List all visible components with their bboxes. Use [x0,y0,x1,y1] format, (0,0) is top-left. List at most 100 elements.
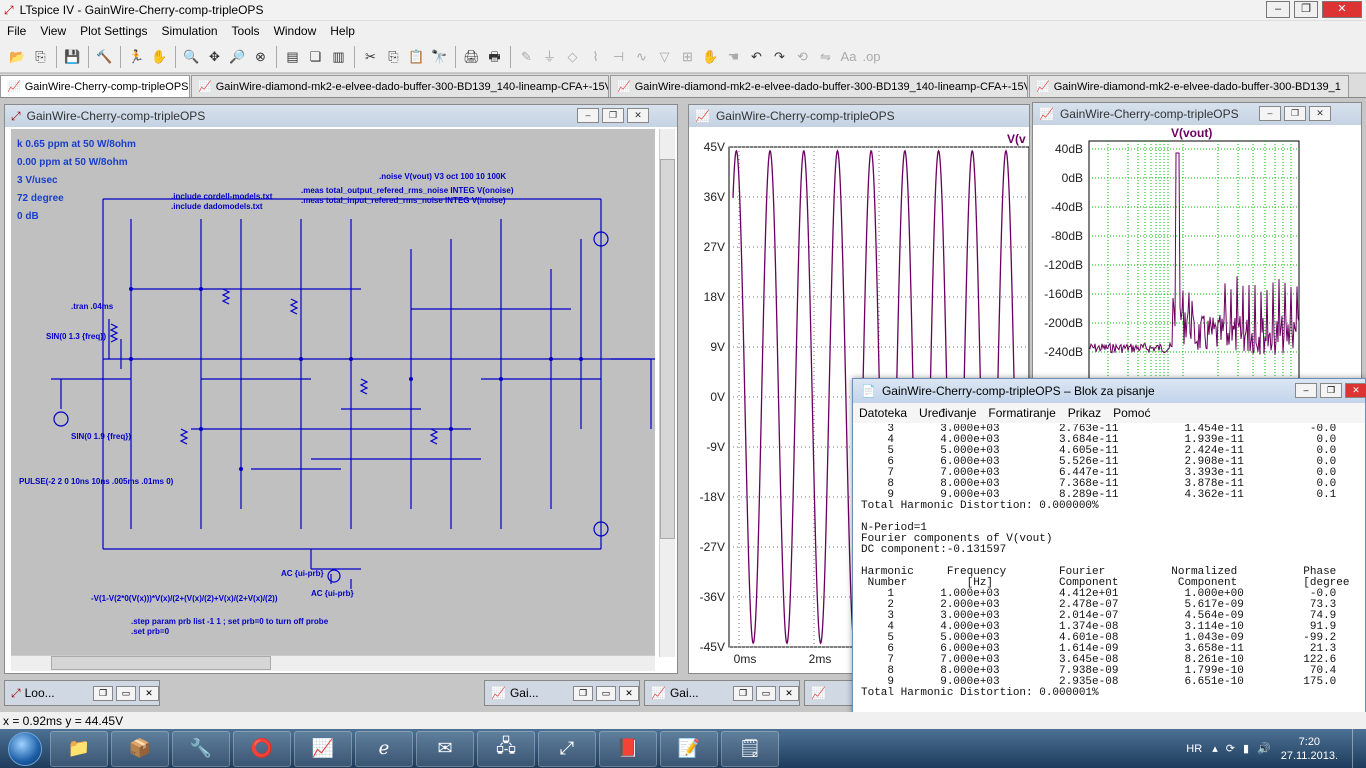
label-icon[interactable]: ◇ [567,49,578,64]
notepad-task-icon[interactable]: 🗒 [721,730,779,767]
schematic-vscroll[interactable] [659,129,675,657]
internet-explorer-icon[interactable]: ℯ [355,730,413,767]
notepad-min-button[interactable]: – [1295,383,1317,398]
sync-icon[interactable]: ⟳ [1225,743,1235,755]
show-desktop-button[interactable] [1352,729,1366,768]
mirror-icon[interactable]: ⇋ [820,49,831,64]
tool-icon[interactable]: 🔧 [172,730,230,767]
tile-horizontal-icon[interactable]: ▤ [286,49,299,64]
find-icon[interactable]: 🔭 [431,49,448,64]
svg-text:-V(1-V(2*0(V(x)))*V(x)/(2+(V(x: -V(1-V(2*0(V(x)))*V(x)/(2+(V(x)/(2)+V(x)… [91,594,278,603]
fft-min-button[interactable]: – [1259,106,1281,121]
tab-3[interactable]: 📈GainWire-diamond-mk2-e-elvee-dado-buffe… [610,75,1028,97]
fft-close-button[interactable]: ✕ [1309,106,1331,121]
save-icon[interactable]: 💾 [64,49,81,64]
mail-icon[interactable]: ✉ [416,730,474,767]
minimized-window-1[interactable]: ⤢Loo...❐▭✕ [4,680,160,706]
ltspice-icon[interactable]: ⤢ [538,730,596,767]
resistor-icon[interactable]: ⌇ [592,49,599,64]
wordpad-icon[interactable]: 📝 [660,730,718,767]
notepad-max-button[interactable]: ❐ [1320,383,1342,398]
menu-plot-settings[interactable]: Plot Settings [80,24,148,38]
fft-max-button[interactable]: ❐ [1284,106,1306,121]
print-preview-icon[interactable]: 🖨 [463,49,480,64]
halt-icon[interactable]: ✋ [151,49,168,64]
volume-icon[interactable]: 🔊 [1257,743,1271,755]
np-menu-edit[interactable]: Uređivanje [919,406,977,420]
minimized-window-4[interactable]: 📈 [804,680,854,706]
capacitor-icon[interactable]: ⊣ [612,49,625,64]
minimize-button[interactable]: – [1266,1,1290,18]
schematic-hscroll[interactable] [11,655,655,671]
copy-icon[interactable]: ⎘ [388,49,399,64]
run-icon[interactable]: 🏃 [128,49,145,64]
control-panel-icon[interactable]: 🔨 [96,49,113,64]
pan-icon[interactable]: ✥ [209,49,220,64]
schematic-canvas[interactable]: .tran .04ms SIN(0 1.3 {freq}) SIN(0 1.9 … [11,129,655,657]
schematic-window[interactable]: ⤢GainWire-Cherry-comp-tripleOPS –❐✕ [4,104,678,674]
new-schematic-icon[interactable]: ⎘ [35,49,46,64]
zoom-fit-icon[interactable]: ⊗ [255,49,266,64]
drag-icon[interactable]: ☚ [727,49,740,64]
menu-file[interactable]: File [7,24,27,38]
svg-text:72 degree: 72 degree [17,193,64,204]
notepad-window[interactable]: 📄GainWire-Cherry-comp-tripleOPS – Blok z… [852,378,1366,730]
tab-1[interactable]: 📈GainWire-Cherry-comp-tripleOPS [0,75,190,97]
text-icon[interactable]: Aa [840,49,857,64]
menu-tools[interactable]: Tools [231,24,260,38]
package-icon[interactable]: 📦 [111,730,169,767]
acrobat-icon[interactable]: 📕 [599,730,657,767]
menu-window[interactable]: Window [273,24,317,38]
y-tick-label: 9V [710,340,725,354]
inductor-icon[interactable]: ∿ [636,49,647,64]
rotate-icon[interactable]: ⟲ [797,49,808,64]
notepad-text[interactable]: 3 3.000e+03 2.763e-11 1.454e-11 -0.0 4 4… [861,424,1350,699]
tile-vertical-icon[interactable]: ▥ [332,49,345,64]
zoom-in-icon[interactable]: 🔍 [183,49,200,64]
schematic-close-button[interactable]: ✕ [627,108,649,123]
menu-help[interactable]: Help [330,24,355,38]
print-icon[interactable]: 🖶 [488,49,501,64]
fft-plot[interactable]: V(vout) 40dB0dB-40dB-80dB-120dB-160dB-20… [1033,125,1361,391]
cut-icon[interactable]: ✂ [365,49,376,64]
paste-icon[interactable]: 📋 [408,49,425,64]
notepad-close-button[interactable]: ✕ [1345,383,1366,398]
antivirus-icon[interactable]: ⭕ [233,730,291,767]
close-button[interactable]: ✕ [1322,1,1362,18]
language-indicator[interactable]: HR [1186,742,1203,755]
minimized-window-2[interactable]: 📈Gai...❐▭✕ [484,680,640,706]
schematic-max-button[interactable]: ❐ [602,108,624,123]
cascade-icon[interactable]: ❏ [309,49,322,64]
component-icon[interactable]: ⊞ [682,49,693,64]
wire-icon[interactable]: ✎ [521,49,532,64]
diode-icon[interactable]: ▽ [659,49,670,64]
spice-directive-icon[interactable]: .op [862,49,881,64]
undo-icon[interactable]: ↶ [751,49,762,64]
network-icon[interactable]: 🖧 [477,730,535,767]
open-icon[interactable]: 📂 [9,49,26,64]
schematic-min-button[interactable]: – [577,108,599,123]
np-menu-help[interactable]: Pomoć [1113,406,1151,420]
explorer-icon[interactable]: 📁 [50,730,108,767]
network-tray-icon[interactable]: ▮ [1242,743,1249,755]
maximize-button[interactable]: ❐ [1294,1,1318,18]
redo-icon[interactable]: ↷ [774,49,785,64]
tab-2[interactable]: 📈GainWire-diamond-mk2-e-elvee-dado-buffe… [191,75,609,97]
menu-simulation[interactable]: Simulation [161,24,218,38]
np-menu-view[interactable]: Prikaz [1067,406,1102,420]
np-menu-file[interactable]: Datoteka [859,406,908,420]
np-menu-format[interactable]: Formatiranje [988,406,1056,420]
fft-y-tick-label: 0dB [1062,171,1083,185]
zoom-out-icon[interactable]: 🔎 [229,49,246,64]
ground-icon[interactable]: ⏚ [542,49,556,64]
tray-arrow-icon[interactable]: ▴ [1212,743,1218,755]
menu-view[interactable]: View [40,24,67,38]
start-button[interactable] [0,730,50,768]
fft-window[interactable]: 📈GainWire-Cherry-comp-tripleOPS –❐✕ V(vo… [1032,102,1362,392]
move-icon[interactable]: ✋ [702,49,719,64]
tab-4[interactable]: 📈GainWire-diamond-mk2-e-elvee-dado-buffe… [1029,75,1349,97]
oscilloscope-icon[interactable]: 📈 [294,730,352,767]
y-tick-label: -18V [700,490,725,504]
minimized-window-3[interactable]: 📈Gai...❐▭✕ [644,680,800,706]
